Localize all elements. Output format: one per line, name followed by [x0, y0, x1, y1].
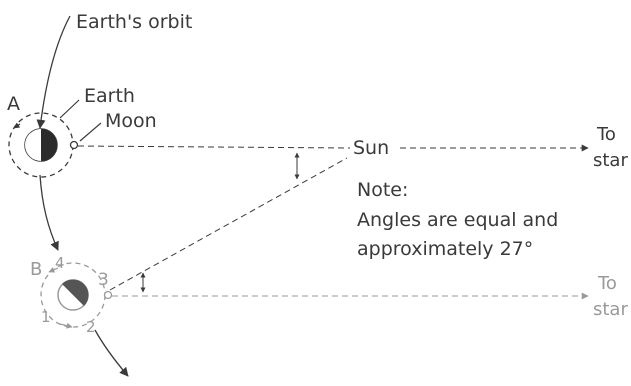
moon-b — [103, 290, 113, 300]
moon-a — [69, 140, 79, 150]
position-b-label: B — [30, 259, 42, 280]
note-title: Note: — [357, 179, 408, 201]
earth-a-night-side — [41, 129, 57, 161]
moon-position-4: 4 — [55, 254, 65, 272]
note-line-1: Angles are equal and — [357, 209, 558, 231]
note-line-2: approximately 27° — [357, 238, 533, 260]
moon-position-2: 2 — [86, 318, 96, 336]
moon-position-1: 1 — [41, 308, 51, 326]
orbit-arc-a-to-b — [39, 174, 59, 251]
to-star-bottom-line1: To — [597, 273, 617, 294]
earth-label-leader — [59, 99, 80, 119]
to-star-bottom-line2: star — [593, 299, 628, 320]
moon-label-leader — [79, 122, 102, 142]
earths-orbit-label: Earth's orbit — [76, 11, 192, 33]
moon-position-3: 3 — [98, 270, 109, 290]
sun-label: Sun — [353, 137, 389, 159]
moon-orbit-b-direction-arrow-bottom — [59, 322, 73, 329]
moon-orbit-a-direction-arrow — [13, 122, 21, 129]
sightline-a-moon-to-sun — [77, 145, 351, 149]
earths-orbit-pointer — [36, 15, 71, 129]
sightline-b-moon-to-sun — [109, 157, 348, 291]
earth-b-night-side — [62, 279, 89, 306]
earth-a-day-side — [25, 129, 41, 161]
to-star-top-line2: star — [593, 150, 628, 171]
position-a-label: A — [7, 93, 20, 115]
orbit-arc-after-b — [94, 329, 129, 377]
moon-orbit-b-direction-arrow-top — [48, 267, 59, 273]
earth-label: Earth — [84, 85, 135, 107]
moon-label: Moon — [105, 110, 157, 132]
to-star-top-line1: To — [596, 124, 616, 145]
